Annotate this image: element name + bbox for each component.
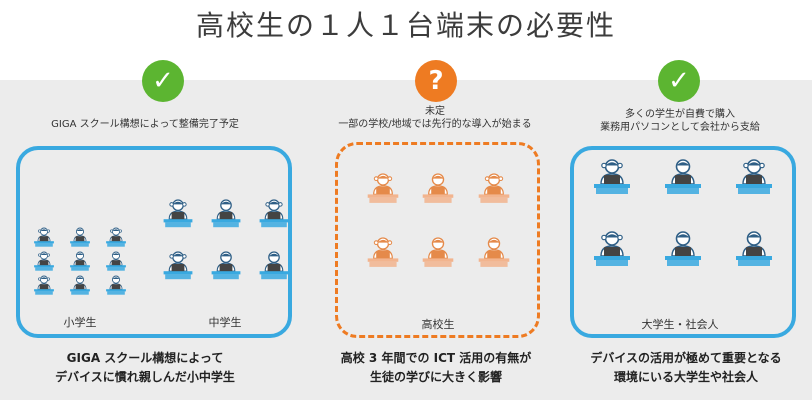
summary-line: 環境にいる大学生や社会人	[613, 370, 758, 384]
student-at-desk	[259, 199, 289, 228]
student-at-desk	[594, 159, 630, 194]
group-label-elementary: 小学生	[63, 316, 97, 329]
question-icon: ?	[415, 60, 457, 102]
column-caption: 多くの学生が自費で購入 業務用パソコンとして会社から支給	[560, 108, 800, 134]
group-label-university-workers: 大学生・社会人	[641, 318, 719, 331]
caption-line: 未定	[425, 106, 445, 117]
student-at-desk	[106, 275, 126, 295]
summary-line: GIGA スクール構想によって	[66, 351, 224, 365]
student-at-desk	[422, 173, 454, 203]
desk-group-high-school	[367, 173, 510, 267]
student-at-desk	[106, 251, 126, 271]
student-at-desk	[665, 159, 701, 194]
student-at-desk	[367, 237, 399, 267]
caption-line: 一部の学校/地域では先行的な導入が始まる	[338, 119, 532, 130]
student-at-desk	[70, 251, 90, 271]
check-icon: ✓	[658, 60, 700, 102]
student-at-desk	[70, 227, 90, 247]
check-icon: ✓	[142, 60, 184, 102]
column-summary: 高校 3 年間での ICT 活用の有無が 生徒の学びに大きく影響	[300, 349, 572, 387]
page-title: 高校生の１人１台端末の必要性	[195, 9, 616, 42]
student-at-desk	[594, 231, 630, 266]
student-at-desk	[422, 237, 454, 267]
summary-line: 高校 3 年間での ICT 活用の有無が	[340, 351, 532, 365]
student-at-desk	[367, 173, 399, 203]
summary-line: デバイスに慣れ親しんだ小中学生	[55, 370, 235, 384]
desk-group-university-workers	[594, 159, 772, 266]
student-at-desk	[70, 275, 90, 295]
summary-line: デバイスの活用が極めて重要となる	[590, 351, 782, 365]
student-at-desk	[259, 251, 289, 280]
student-at-desk	[163, 251, 193, 280]
student-at-desk	[34, 227, 54, 247]
student-at-desk	[665, 231, 701, 266]
column-summary: GIGA スクール構想によって デバイスに慣れ親しんだ小中学生	[20, 349, 270, 387]
student-at-desk	[211, 199, 241, 228]
group-label-high-school: 高校生	[421, 318, 455, 331]
student-at-desk	[211, 251, 241, 280]
student-at-desk	[34, 275, 54, 295]
desk-group-middle	[163, 199, 289, 280]
column-caption: 未定 一部の学校/地域では先行的な導入が始まる	[300, 105, 570, 131]
student-at-desk	[478, 237, 510, 267]
student-at-desk	[736, 159, 772, 194]
student-at-desk	[478, 173, 510, 203]
caption-line: 業務用パソコンとして会社から支給	[600, 122, 760, 133]
column-caption: GIGA スクール構想によって整備完了予定	[20, 118, 270, 131]
student-at-desk	[106, 227, 126, 247]
frame-elementary-middle	[16, 146, 292, 338]
caption-line: GIGA スクール構想によって整備完了予定	[51, 119, 239, 130]
column-summary: デバイスの活用が極めて重要となる 環境にいる大学生や社会人	[575, 349, 797, 387]
student-at-desk	[34, 251, 54, 271]
caption-line: 多くの学生が自費で購入	[625, 109, 735, 120]
desk-group-elementary	[34, 227, 126, 295]
summary-line: 生徒の学びに大きく影響	[369, 370, 502, 384]
student-at-desk	[736, 231, 772, 266]
student-at-desk	[163, 199, 193, 228]
group-label-middle: 中学生	[208, 316, 242, 329]
